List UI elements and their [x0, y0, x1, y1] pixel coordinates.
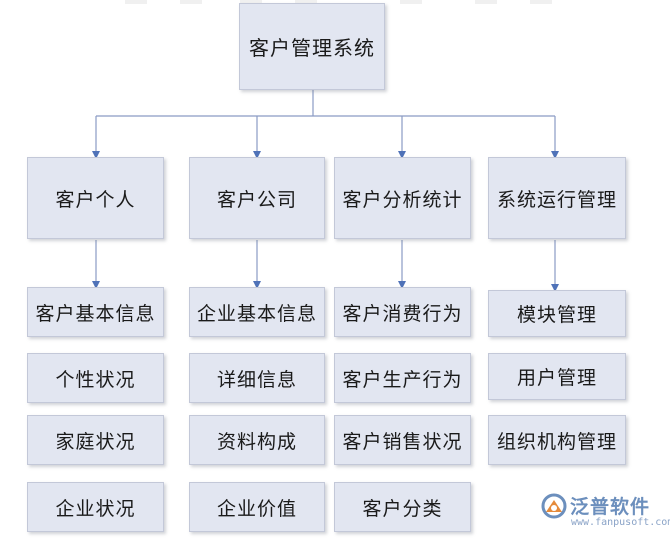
- leaf-node: 客户销售状况: [334, 415, 471, 465]
- watermark-url: www.fanpusoft.com: [571, 517, 670, 528]
- leaf-node: 企业状况: [27, 482, 164, 532]
- category-node-customer-analysis: 客户分析统计: [334, 157, 471, 239]
- leaf-node: 客户生产行为: [334, 353, 471, 403]
- leaf-node: 家庭状况: [27, 415, 164, 465]
- leaf-label: 客户基本信息: [35, 302, 156, 325]
- leaf-label: 组织机构管理: [496, 430, 617, 453]
- leaf-node: 组织机构管理: [488, 415, 626, 465]
- leaf-label: 客户消费行为: [342, 302, 463, 325]
- category-label: 客户分析统计: [342, 188, 463, 211]
- top-edge-mark: [295, 0, 317, 4]
- root-node-label: 客户管理系统: [249, 36, 375, 60]
- leaf-node: 客户基本信息: [27, 287, 164, 337]
- leaf-label: 客户销售状况: [342, 430, 463, 453]
- leaf-label: 客户生产行为: [342, 368, 463, 391]
- category-label: 系统运行管理: [496, 188, 617, 211]
- leaf-node: 企业价值: [189, 482, 325, 532]
- category-label: 客户个人: [55, 188, 136, 211]
- root-node: 客户管理系统: [239, 3, 385, 90]
- leaf-label: 用户管理: [516, 367, 597, 389]
- leaf-label: 企业状况: [55, 497, 136, 520]
- top-edge-mark: [530, 0, 552, 4]
- fanpu-logo-icon: [541, 493, 567, 519]
- category-node-system-operation: 系统运行管理: [488, 157, 626, 239]
- leaf-node: 个性状况: [27, 353, 164, 403]
- leaf-node: 企业基本信息: [189, 287, 325, 337]
- watermark: 泛普软件 www.fanpusoft.com: [540, 492, 670, 534]
- leaf-label: 企业基本信息: [196, 302, 317, 325]
- category-node-customer-company: 客户公司: [189, 157, 325, 239]
- leaf-label: 详细信息: [216, 368, 297, 391]
- leaf-label: 模块管理: [516, 304, 597, 326]
- leaf-node: 客户分类: [334, 482, 471, 532]
- category-node-customer-personal: 客户个人: [27, 157, 164, 239]
- top-edge-mark: [180, 0, 202, 4]
- leaf-label: 资料构成: [216, 430, 297, 453]
- leaf-node: 客户消费行为: [334, 287, 471, 337]
- leaf-label: 家庭状况: [55, 430, 136, 453]
- leaf-node: 用户管理: [488, 353, 626, 400]
- top-edge-mark: [125, 0, 147, 4]
- leaf-label: 个性状况: [55, 368, 136, 391]
- watermark-name: 泛普软件: [570, 496, 651, 518]
- top-edge-mark: [400, 0, 422, 4]
- category-label: 客户公司: [216, 188, 297, 211]
- top-edge-mark: [475, 0, 497, 4]
- leaf-node: 模块管理: [488, 290, 626, 337]
- leaf-label: 企业价值: [216, 497, 297, 520]
- leaf-label: 客户分类: [362, 497, 443, 520]
- leaf-node: 资料构成: [189, 415, 325, 465]
- top-edge-mark: [240, 0, 262, 4]
- leaf-node: 详细信息: [189, 353, 325, 403]
